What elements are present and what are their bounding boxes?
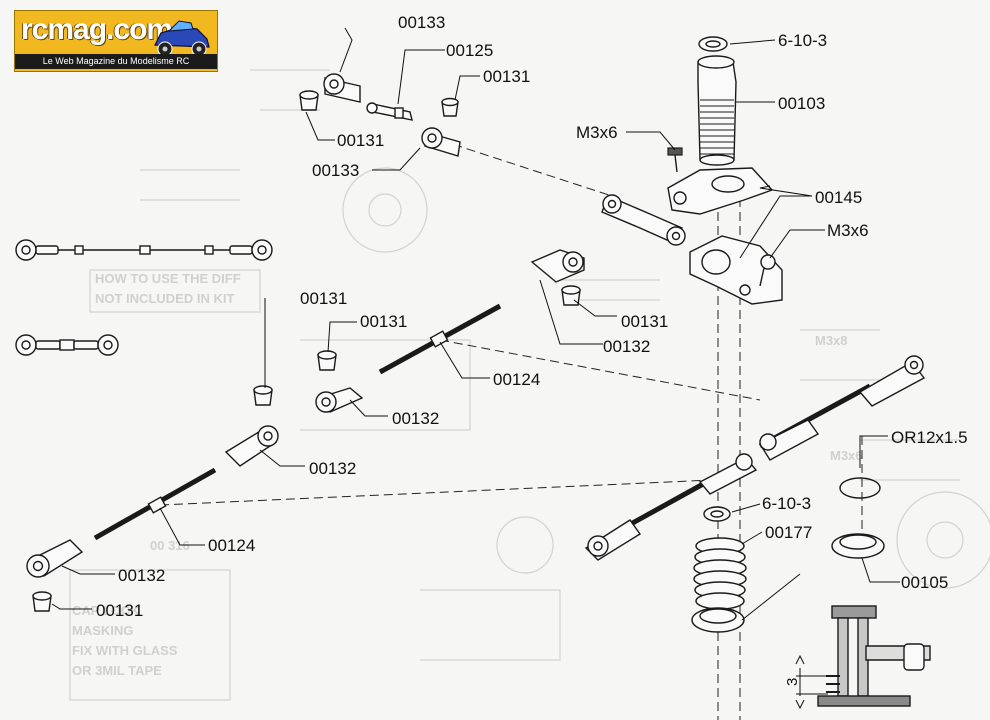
label-turnbuckle-center: 00124 [493,370,540,389]
shock-body [697,55,737,166]
logo-wordmark: rcmag.com [21,13,173,46]
steering-link-lower [584,453,758,561]
svg-text:NOT INCLUDED IN KIT: NOT INCLUDED IN KIT [95,291,234,306]
label-ball-stud-center-top: 00131 [360,312,407,331]
label-ball-end-left-mid: 00132 [309,459,356,478]
label-ball-end-top-left: 00133 [398,13,445,32]
svg-text:OR 3MIL TAPE: OR 3MIL TAPE [72,663,162,678]
ball-end-lower-left [26,539,84,578]
label-cap-top: 6-10-3 [778,31,827,50]
label-ball-stud-lower-left: 00131 [96,601,143,620]
label-turnbuckle-lower: 00124 [208,536,255,555]
label-dimension: 3 [784,678,801,686]
ball-end-center [315,387,364,413]
screw-lower [759,254,776,287]
ball-end-left-mid [224,425,279,467]
svg-text:M3x6: M3x6 [830,448,863,463]
rc-car-icon [154,20,210,57]
svg-text:HOW TO USE THE DIFF: HOW TO USE THE DIFF [95,271,241,286]
oring [839,477,881,499]
label-ball-stud-far-left: 00131 [300,289,347,308]
cross-section-detail [795,605,931,710]
spring [693,537,747,610]
reference-rod-long [15,239,273,261]
leader-lines [51,27,900,621]
pivot-block [667,167,774,215]
ball-stud-lower-left [32,591,52,612]
label-ball-end-top-left-2: 00133 [312,161,359,180]
turnbuckle-lower [93,467,217,541]
label-ball-end-center: 00132 [392,409,439,428]
label-pivot-block: 00145 [815,188,862,207]
pivot-block-lower [689,235,783,305]
svg-text:CAP LOCK: CAP LOCK [72,603,140,618]
ball-stud-far-left [253,385,273,406]
label-pivot-ball-pin: 00125 [446,41,493,60]
pivot-ball-pin [366,102,413,121]
cap-bottom [703,506,731,522]
label-shock-body: 00103 [778,94,825,113]
ball-stud-center-top [317,350,337,371]
reference-rod-short [15,334,119,356]
label-screw-upper: M3x6 [576,123,618,142]
label-collar: 00105 [901,573,948,592]
ball-end-link-upper [601,194,686,246]
label-ball-stud-top: 00131 [483,67,530,86]
rcmag-logo[interactable]: rcmag.com Le Web Magazine du Modelisme R… [14,10,218,72]
svg-text:MASKING: MASKING [72,623,133,638]
label-ball-end-mid-right: 00132 [603,337,650,356]
steering-link-right [758,355,926,461]
svg-text:M3x8: M3x8 [815,333,848,348]
turnbuckle-center [378,303,502,375]
ball-end-mid-right [530,249,585,283]
svg-text:FIX WITH GLASS: FIX WITH GLASS [72,643,178,658]
svg-text:00 316: 00 316 [150,538,190,553]
screw-upper [667,147,683,173]
label-cap-bottom: 6-10-3 [762,494,811,513]
part-labels: 00133 00125 00131 00131 00133 6-10-3 001… [96,13,968,686]
background-ghost-drawing: HOW TO USE THE DIFF NOT INCLUDED IN KIT … [69,69,990,701]
spring-collar-bottom [691,607,745,633]
collar [831,533,885,559]
ball-stud-top [441,97,459,117]
cap-top [698,36,728,52]
label-ball-stud-cap-left: 00131 [337,131,384,150]
ball-stud-cap-left [299,90,319,111]
label-screw-lower: M3x6 [827,221,869,240]
label-spring: 00177 [765,523,812,542]
ball-end-top-left [323,73,361,103]
label-oring: OR12x1.5 [891,428,968,447]
ball-end-top-left-2 [421,127,461,157]
label-ball-end-lower-left: 00132 [118,566,165,585]
label-ball-stud-mid-right: 00131 [621,312,668,331]
ball-stud-mid-right [561,285,581,306]
logo-tagline: Le Web Magazine du Modelisme RC [15,54,217,69]
